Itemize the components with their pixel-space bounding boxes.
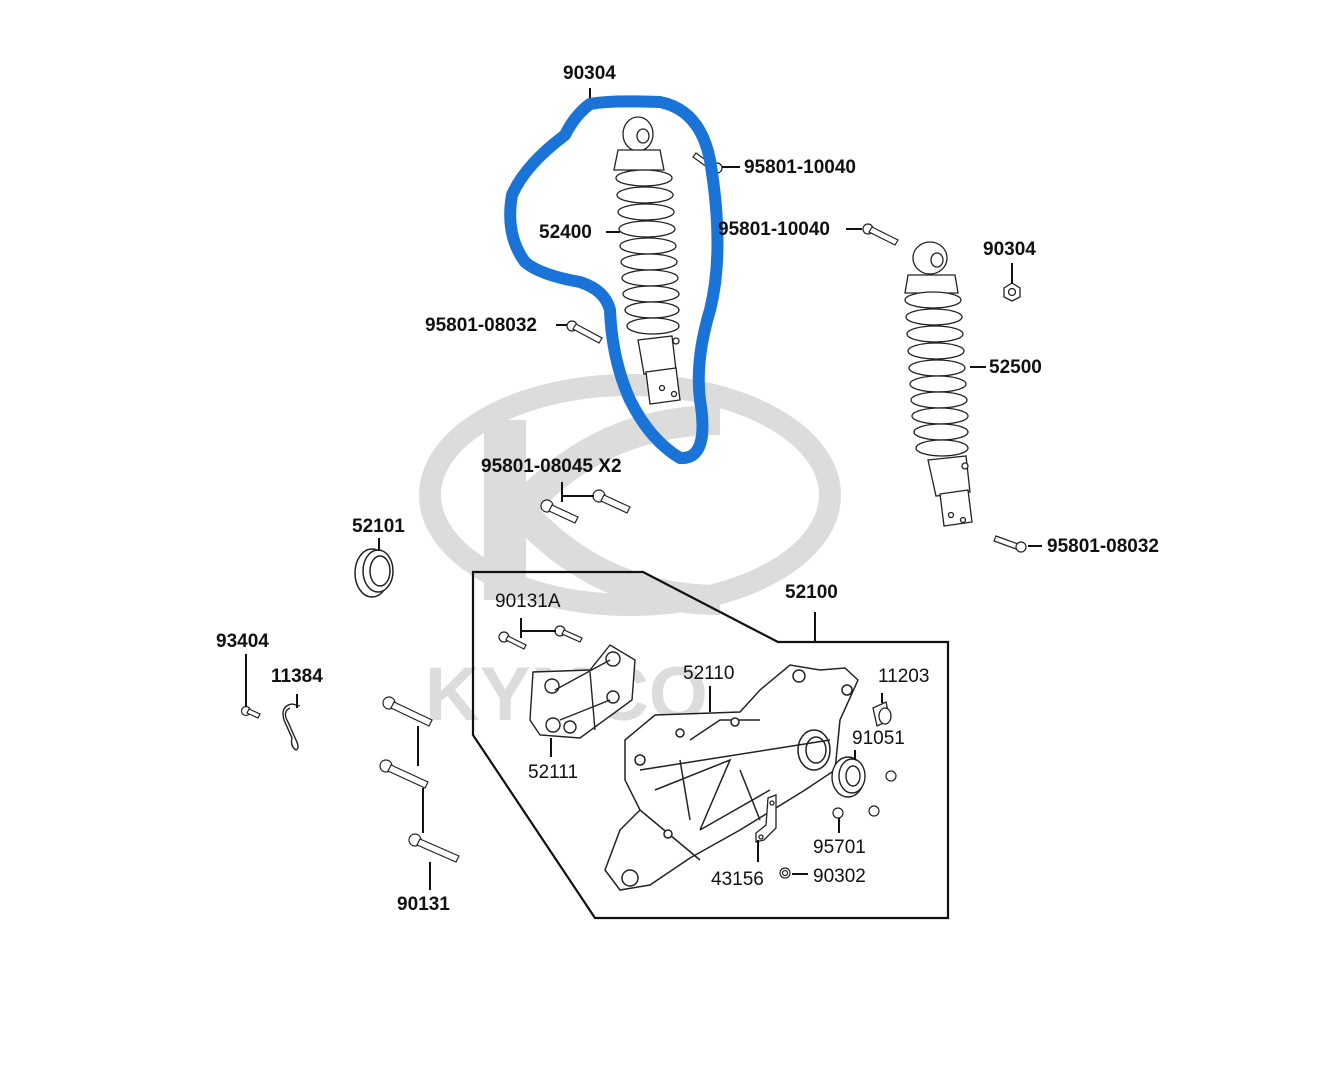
part-label-95801-08032-left: 95801-08032 bbox=[425, 315, 537, 336]
part-label-90131: 90131 bbox=[397, 894, 450, 915]
shock-absorber-52400 bbox=[613, 116, 681, 405]
part-label-52111: 52111 bbox=[528, 762, 579, 783]
oil-seal-52101 bbox=[354, 548, 394, 598]
clamp-11384 bbox=[282, 703, 301, 751]
assembly-group-box-52100 bbox=[471, 570, 950, 920]
part-label-95801-08045-x2: 95801-08045 X2 bbox=[481, 456, 622, 477]
part-label-90131A: 90131A bbox=[495, 591, 561, 612]
part-label-91051: 91051 bbox=[852, 728, 905, 749]
bolt-93404 bbox=[240, 705, 261, 719]
clip-43156 bbox=[755, 794, 777, 843]
bolts-90131A bbox=[498, 625, 583, 650]
part-label-95801-10040-top: 95801-10040 bbox=[744, 157, 856, 178]
part-label-95801-08032-right: 95801-08032 bbox=[1047, 536, 1159, 557]
part-label-52101: 52101 bbox=[352, 516, 405, 537]
part-label-52400: 52400 bbox=[539, 222, 592, 243]
spring-coils bbox=[615, 169, 680, 335]
nut-90304-b bbox=[1003, 282, 1021, 302]
leader-lines bbox=[245, 88, 1042, 890]
part-label-11203: 11203 bbox=[878, 666, 930, 687]
bearing-91051 bbox=[831, 756, 866, 798]
hand-drawn-annotation-outline bbox=[504, 95, 724, 464]
bolt-95801-10040-b bbox=[862, 223, 899, 246]
part-label-90304-top: 90304 bbox=[563, 63, 616, 84]
spring-coils bbox=[904, 291, 969, 457]
part-label-43156: 43156 bbox=[711, 869, 764, 890]
watermark-k-arm bbox=[508, 405, 721, 521]
watermark-k-leg bbox=[508, 499, 721, 615]
bushing-11203 bbox=[872, 701, 892, 727]
bolt-95801-08032-a bbox=[566, 320, 603, 344]
bracket-52111 bbox=[529, 644, 636, 739]
part-label-90302: 90302 bbox=[813, 866, 866, 887]
bolt-95801-08032-b bbox=[993, 535, 1027, 553]
bolts-95801-08045 bbox=[540, 489, 631, 524]
part-label-95701: 95701 bbox=[813, 837, 866, 858]
part-label-52500: 52500 bbox=[989, 357, 1042, 378]
bolts-90131 bbox=[379, 696, 460, 863]
swing-arm-52110 bbox=[604, 664, 859, 891]
part-label-11384: 11384 bbox=[271, 666, 323, 687]
part-label-93404: 93404 bbox=[216, 631, 269, 652]
part-label-95801-10040-mid: 95801-10040 bbox=[718, 219, 830, 240]
part-label-52100: 52100 bbox=[785, 582, 838, 603]
nut-90302 bbox=[779, 867, 791, 879]
part-label-90304-right: 90304 bbox=[983, 239, 1036, 260]
bolts-95701 bbox=[832, 770, 897, 819]
part-label-52110: 52110 bbox=[683, 663, 735, 684]
shock-absorber-52500 bbox=[904, 241, 973, 527]
